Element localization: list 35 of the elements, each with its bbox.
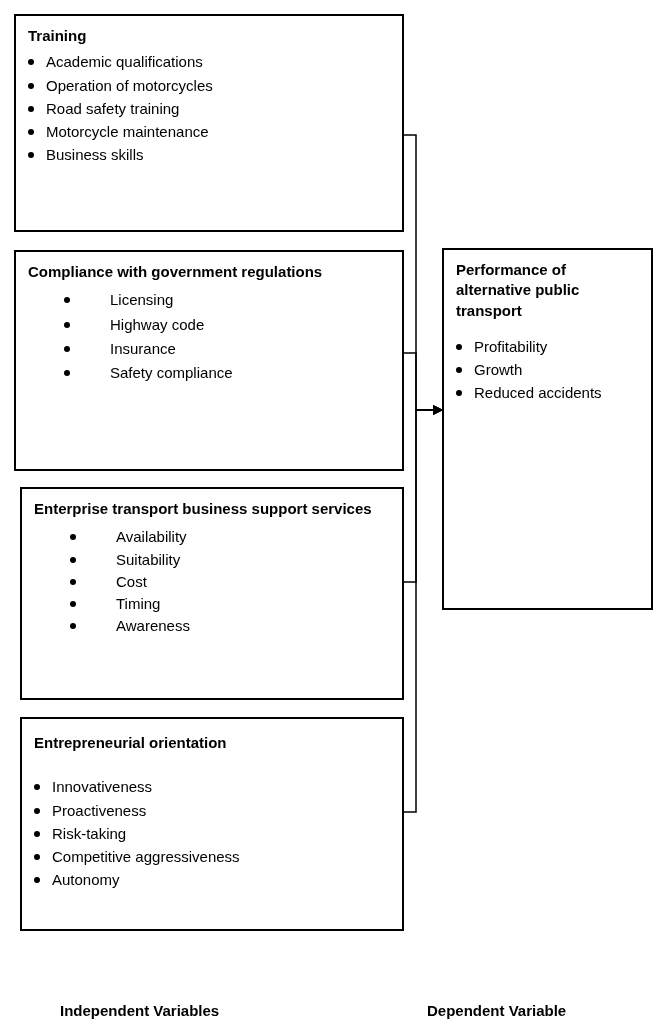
list-item: Timing [116,594,161,614]
list-item: Safety compliance [110,363,233,383]
axis-caption: Dependent Variable [427,1001,567,1021]
list-item: Suitability [116,549,181,570]
list-item: Availability [116,527,187,548]
list-item: Risk-taking [52,823,127,844]
axis-caption: Independent Variables [60,1001,220,1021]
box-heading: Training [28,26,88,46]
variable-box [20,487,404,700]
variable-box [14,14,404,232]
list-item: Academic qualifications [46,52,203,73]
list-item: Profitability [474,336,548,357]
list-item: Business skills [46,145,144,166]
list-item: Operation of motorcycles [46,75,213,96]
list-item: Motorcycle maintenance [46,122,209,142]
list-item: Proactiveness [52,800,147,821]
list-item: Highway code [110,314,205,335]
variable-box [442,248,653,610]
box-heading: Performance of alternative public transport [456,260,581,321]
list-item: Licensing [110,290,174,311]
box-heading: Compliance with government regulations [28,262,324,282]
list-item: Insurance [110,338,176,359]
list-item: Growth [474,360,523,380]
list-item: Autonomy [52,870,120,891]
list-item: Innovativeness [52,777,153,798]
list-item: Competitive aggressiveness [52,847,240,867]
box-heading: Enterprise transport business support services [34,499,373,519]
box-heading: Entrepreneurial orientation [34,733,228,753]
list-item: Reduced accidents [474,383,602,404]
arrow [403,405,443,813]
variable-box [20,717,404,931]
variable-box [14,250,404,471]
list-item: Awareness [116,616,190,637]
list-item: Road safety training [46,98,180,119]
list-item: Cost [116,571,147,592]
